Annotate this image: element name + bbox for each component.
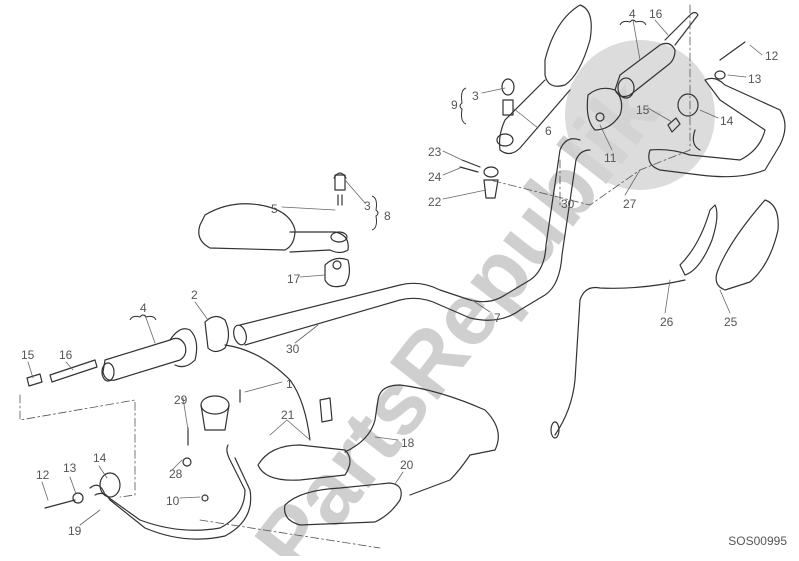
right-indicator (550, 204, 718, 439)
callout-24: 24 (428, 170, 442, 184)
callout-27: 27 (623, 197, 637, 211)
callout-23: 23 (428, 145, 442, 159)
callout-21: 21 (281, 408, 295, 422)
left-switch-housing (204, 315, 311, 441)
brace-markers (129, 19, 647, 321)
callout-7: 7 (494, 311, 501, 325)
callout-19: 19 (68, 524, 82, 538)
callout-17: 17 (287, 272, 301, 286)
callout-9: 9 (451, 98, 458, 112)
clutch-clamp (324, 257, 351, 288)
callout-3: 3 (472, 89, 479, 103)
callout-1: 1 (286, 377, 293, 391)
right-lens-cover (715, 199, 779, 291)
callout-25: 25 (724, 315, 738, 329)
callout-12: 12 (765, 49, 779, 63)
callout-15b: 15 (21, 348, 35, 362)
callout-4: 4 (629, 7, 636, 21)
callout-26: 26 (660, 315, 674, 329)
handlebar (233, 138, 591, 346)
callout-8: 8 (384, 209, 391, 223)
leader-lines (27, 19, 763, 526)
callout-5: 5 (271, 202, 278, 216)
callout-4b: 4 (140, 301, 147, 315)
callout-12b: 12 (36, 468, 50, 482)
callout-2: 2 (191, 288, 198, 302)
callout-18: 18 (401, 436, 415, 450)
callout-30b: 30 (286, 342, 300, 356)
callout-13b: 13 (63, 461, 77, 475)
right-hand-guard (648, 77, 786, 178)
callout-6: 6 (545, 124, 552, 138)
callout-22: 22 (428, 195, 442, 209)
mirror-bracket (459, 159, 499, 199)
callout-13: 13 (748, 72, 762, 86)
drawing-code: SOS00995 (728, 534, 787, 548)
left-lens-cover (283, 482, 402, 526)
callout-14: 14 (720, 114, 734, 128)
callout-28: 28 (169, 467, 183, 481)
callout-3b: 3 (364, 199, 371, 213)
left-mirror (198, 172, 349, 254)
callout-20: 20 (400, 458, 414, 472)
callout-30: 30 (561, 197, 575, 211)
callout-16: 16 (649, 7, 663, 21)
left-bar-end (26, 359, 98, 387)
callout-14b: 14 (93, 451, 107, 465)
right-grip (614, 11, 699, 99)
left-grip (101, 328, 198, 382)
callout-11: 11 (604, 151, 617, 165)
clutch-reservoir (182, 389, 241, 502)
callout-15: 15 (636, 103, 650, 117)
left-indicator (257, 384, 499, 496)
right-bar-end (667, 41, 746, 133)
callout-16b: 16 (59, 348, 73, 362)
right-switch-housing (586, 87, 623, 131)
callout-10: 10 (166, 494, 180, 508)
right-mirror (496, 4, 592, 155)
left-hand-guard (44, 444, 252, 540)
callout-29: 29 (174, 393, 188, 407)
